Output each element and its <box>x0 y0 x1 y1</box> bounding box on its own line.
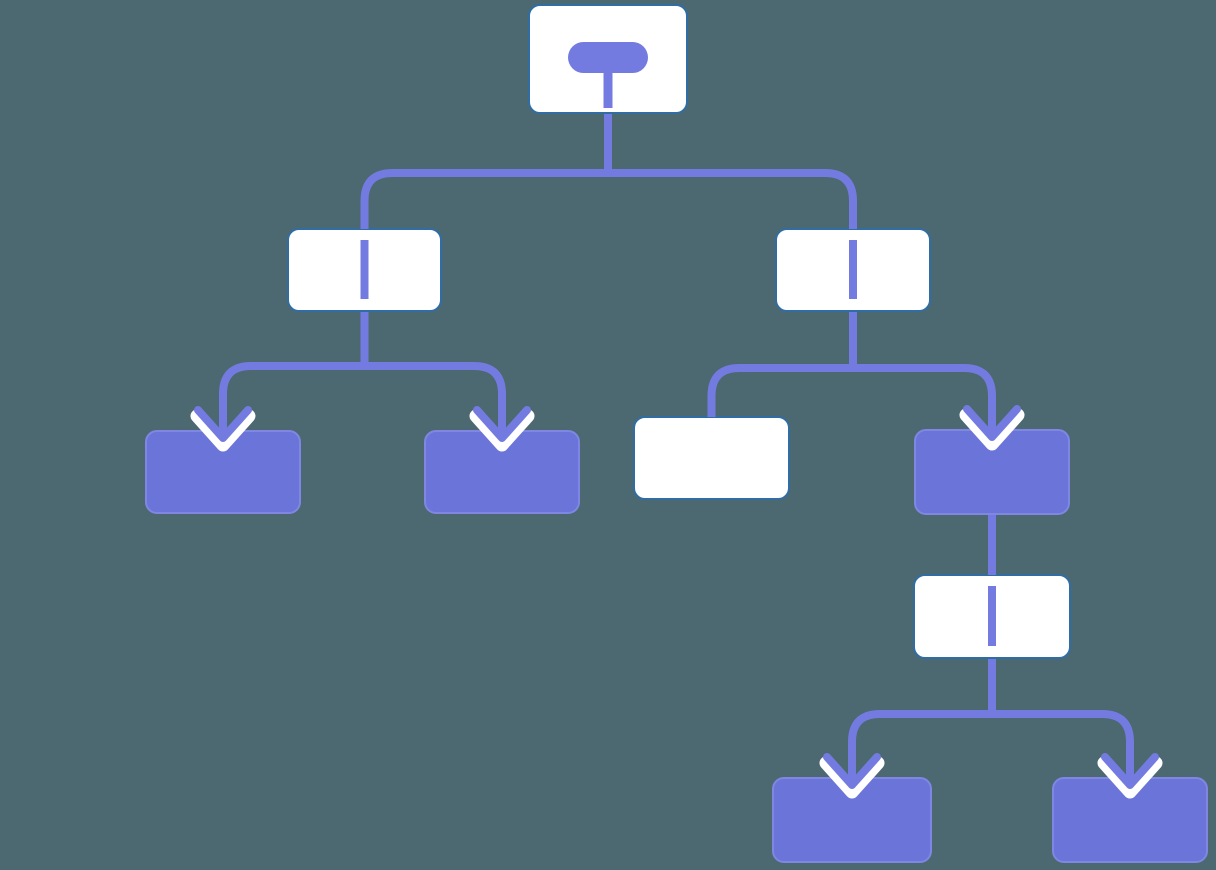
leaf-node-2[interactable] <box>424 430 580 514</box>
branch-node-left[interactable] <box>287 228 442 312</box>
leaf-node-1[interactable] <box>145 430 301 514</box>
leaf-node-4[interactable] <box>1052 777 1208 863</box>
empty-white-node[interactable] <box>633 416 790 500</box>
mid-purple-node[interactable] <box>914 429 1070 515</box>
leaf-node-3[interactable] <box>772 777 932 863</box>
root-node[interactable] <box>528 4 688 114</box>
branch-node-lower[interactable] <box>913 574 1071 659</box>
branch-node-right[interactable] <box>775 228 931 312</box>
